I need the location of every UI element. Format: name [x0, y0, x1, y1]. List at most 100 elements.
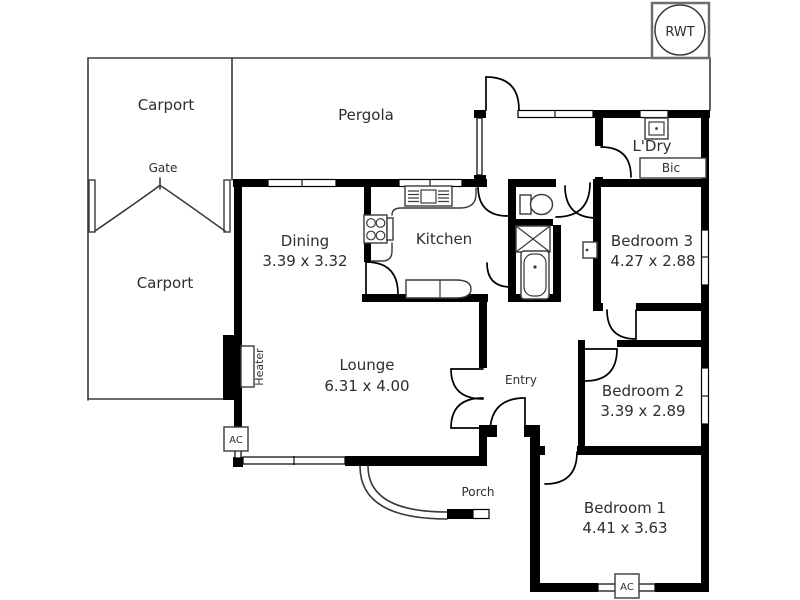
- gate-swing-right: [160, 185, 226, 232]
- wall-segment: [655, 583, 709, 592]
- room-label-kitchen: Kitchen: [416, 230, 472, 248]
- hall-door-arc: [564, 185, 598, 219]
- built-in-cupboard: [639, 157, 707, 179]
- bathtub-drain: [533, 265, 537, 269]
- wall-segment: [508, 179, 516, 302]
- kitchen-fixtures: [363, 185, 477, 299]
- wall-segment: [593, 179, 709, 187]
- laundry-trough-bowl: [648, 121, 665, 136]
- pergola-screen: [476, 117, 483, 176]
- sink-drainer-left: [408, 190, 419, 203]
- porch-curve-inner: [367, 465, 448, 513]
- room-dims-bedroom2: 3.39 x 2.89: [600, 402, 685, 420]
- wall-segment: [540, 446, 545, 455]
- porch-edge: [359, 465, 490, 520]
- porch-screen: [472, 508, 490, 520]
- laundry-fixtures: Bic: [639, 117, 707, 179]
- window: [639, 109, 669, 119]
- wall-segment: [233, 179, 268, 187]
- rainwater-tank: RWT: [650, 1, 711, 60]
- stove-burner: [375, 230, 386, 241]
- stove-burner: [366, 218, 376, 228]
- doors: [365, 76, 637, 485]
- counter-edge: [391, 187, 477, 216]
- passage-door-arc: [486, 262, 512, 288]
- room-label-porch: Porch: [461, 485, 494, 499]
- room-label-pergola: Pergola: [338, 106, 394, 124]
- air-conditioner-bedroom1: [614, 573, 640, 599]
- room-dims-dining: 3.39 x 3.32: [262, 252, 347, 270]
- front-door-arc: [489, 397, 526, 434]
- wall-segment: [593, 303, 603, 311]
- wall-segment: [508, 179, 556, 187]
- back-door-arc: [485, 76, 520, 111]
- climate-fixtures: Heater AC AC: [223, 345, 640, 599]
- room-dims-bedroom3: 4.27 x 2.88: [610, 252, 695, 270]
- room-label-bedroom3: Bedroom 3: [611, 232, 693, 250]
- room-labels: Carport Gate Carport Pergola Dining 3.39…: [137, 96, 696, 537]
- gate-label: Gate: [149, 161, 178, 175]
- wall-segment: [636, 303, 705, 311]
- wall-segment: [668, 110, 710, 118]
- dining-door-arc: [365, 261, 399, 295]
- wall-segment: [553, 225, 561, 302]
- wall-segment: [524, 425, 540, 437]
- walls: [223, 110, 710, 592]
- room-label-laundry: L'Dry: [632, 137, 671, 155]
- stove-burner: [366, 230, 376, 241]
- outdoor-outline: [87, 57, 711, 401]
- room-label-carport-lower: Carport: [137, 274, 194, 292]
- room-label-lounge: Lounge: [339, 356, 394, 374]
- gate-post-left: [88, 179, 96, 233]
- gate: [88, 177, 231, 233]
- wall-segment: [578, 347, 585, 455]
- sink-drainer-right: [438, 190, 449, 203]
- wall-segment: [577, 446, 707, 455]
- wall-segment: [462, 179, 487, 187]
- wall-segment: [479, 428, 487, 460]
- air-conditioner-lounge: [223, 426, 249, 452]
- bedroom3-door-arc: [606, 309, 637, 340]
- stove-panel: [386, 217, 394, 241]
- linen-cupboard: [582, 241, 598, 259]
- toilet-bowl: [529, 193, 554, 216]
- toilet-cistern: [519, 194, 532, 215]
- room-label-bedroom1: Bedroom 1: [584, 499, 666, 517]
- lounge-door-arc-top: [450, 368, 484, 400]
- counter-edge: [370, 242, 393, 262]
- lounge-door-arc-bottom: [450, 397, 484, 429]
- wall-segment: [701, 285, 709, 368]
- wall-segment: [336, 179, 399, 187]
- porch-post-wall: [447, 509, 473, 519]
- wall-segment: [530, 583, 598, 592]
- room-dims-lounge: 6.31 x 4.00: [324, 377, 409, 395]
- heater-label: Heater: [253, 348, 266, 386]
- shower-cross: [515, 225, 551, 253]
- linen-cupboard-knob: [585, 248, 589, 252]
- wall-segment: [595, 177, 603, 183]
- gate-post-right: [223, 179, 231, 233]
- wall-segment: [516, 219, 553, 226]
- stove-burner: [375, 218, 386, 228]
- bedroom1-door-arc: [544, 451, 578, 485]
- porch-curve-outer: [359, 465, 448, 520]
- wall-segment: [345, 456, 487, 466]
- room-label-carport-upper: Carport: [138, 96, 195, 114]
- bedroom2-door-arc: [584, 348, 618, 382]
- wall-segment: [578, 340, 585, 347]
- air-conditioner-lounge-label: AC: [229, 435, 243, 446]
- wall-segment: [701, 424, 709, 592]
- rainwater-tank-label: RWT: [665, 25, 694, 40]
- wall-segment: [234, 179, 242, 428]
- wall-segment: [474, 110, 486, 118]
- bathroom-fixtures: [515, 193, 598, 300]
- room-dims-bedroom1: 4.41 x 3.63: [582, 519, 667, 537]
- bathtub-inner: [523, 253, 547, 297]
- built-in-cupboard-label: Bic: [662, 161, 680, 175]
- wall-segment: [530, 437, 540, 592]
- laundry-trough-drain: [655, 127, 658, 130]
- bathtub: [520, 250, 550, 300]
- yard-boundary-line: [87, 57, 711, 401]
